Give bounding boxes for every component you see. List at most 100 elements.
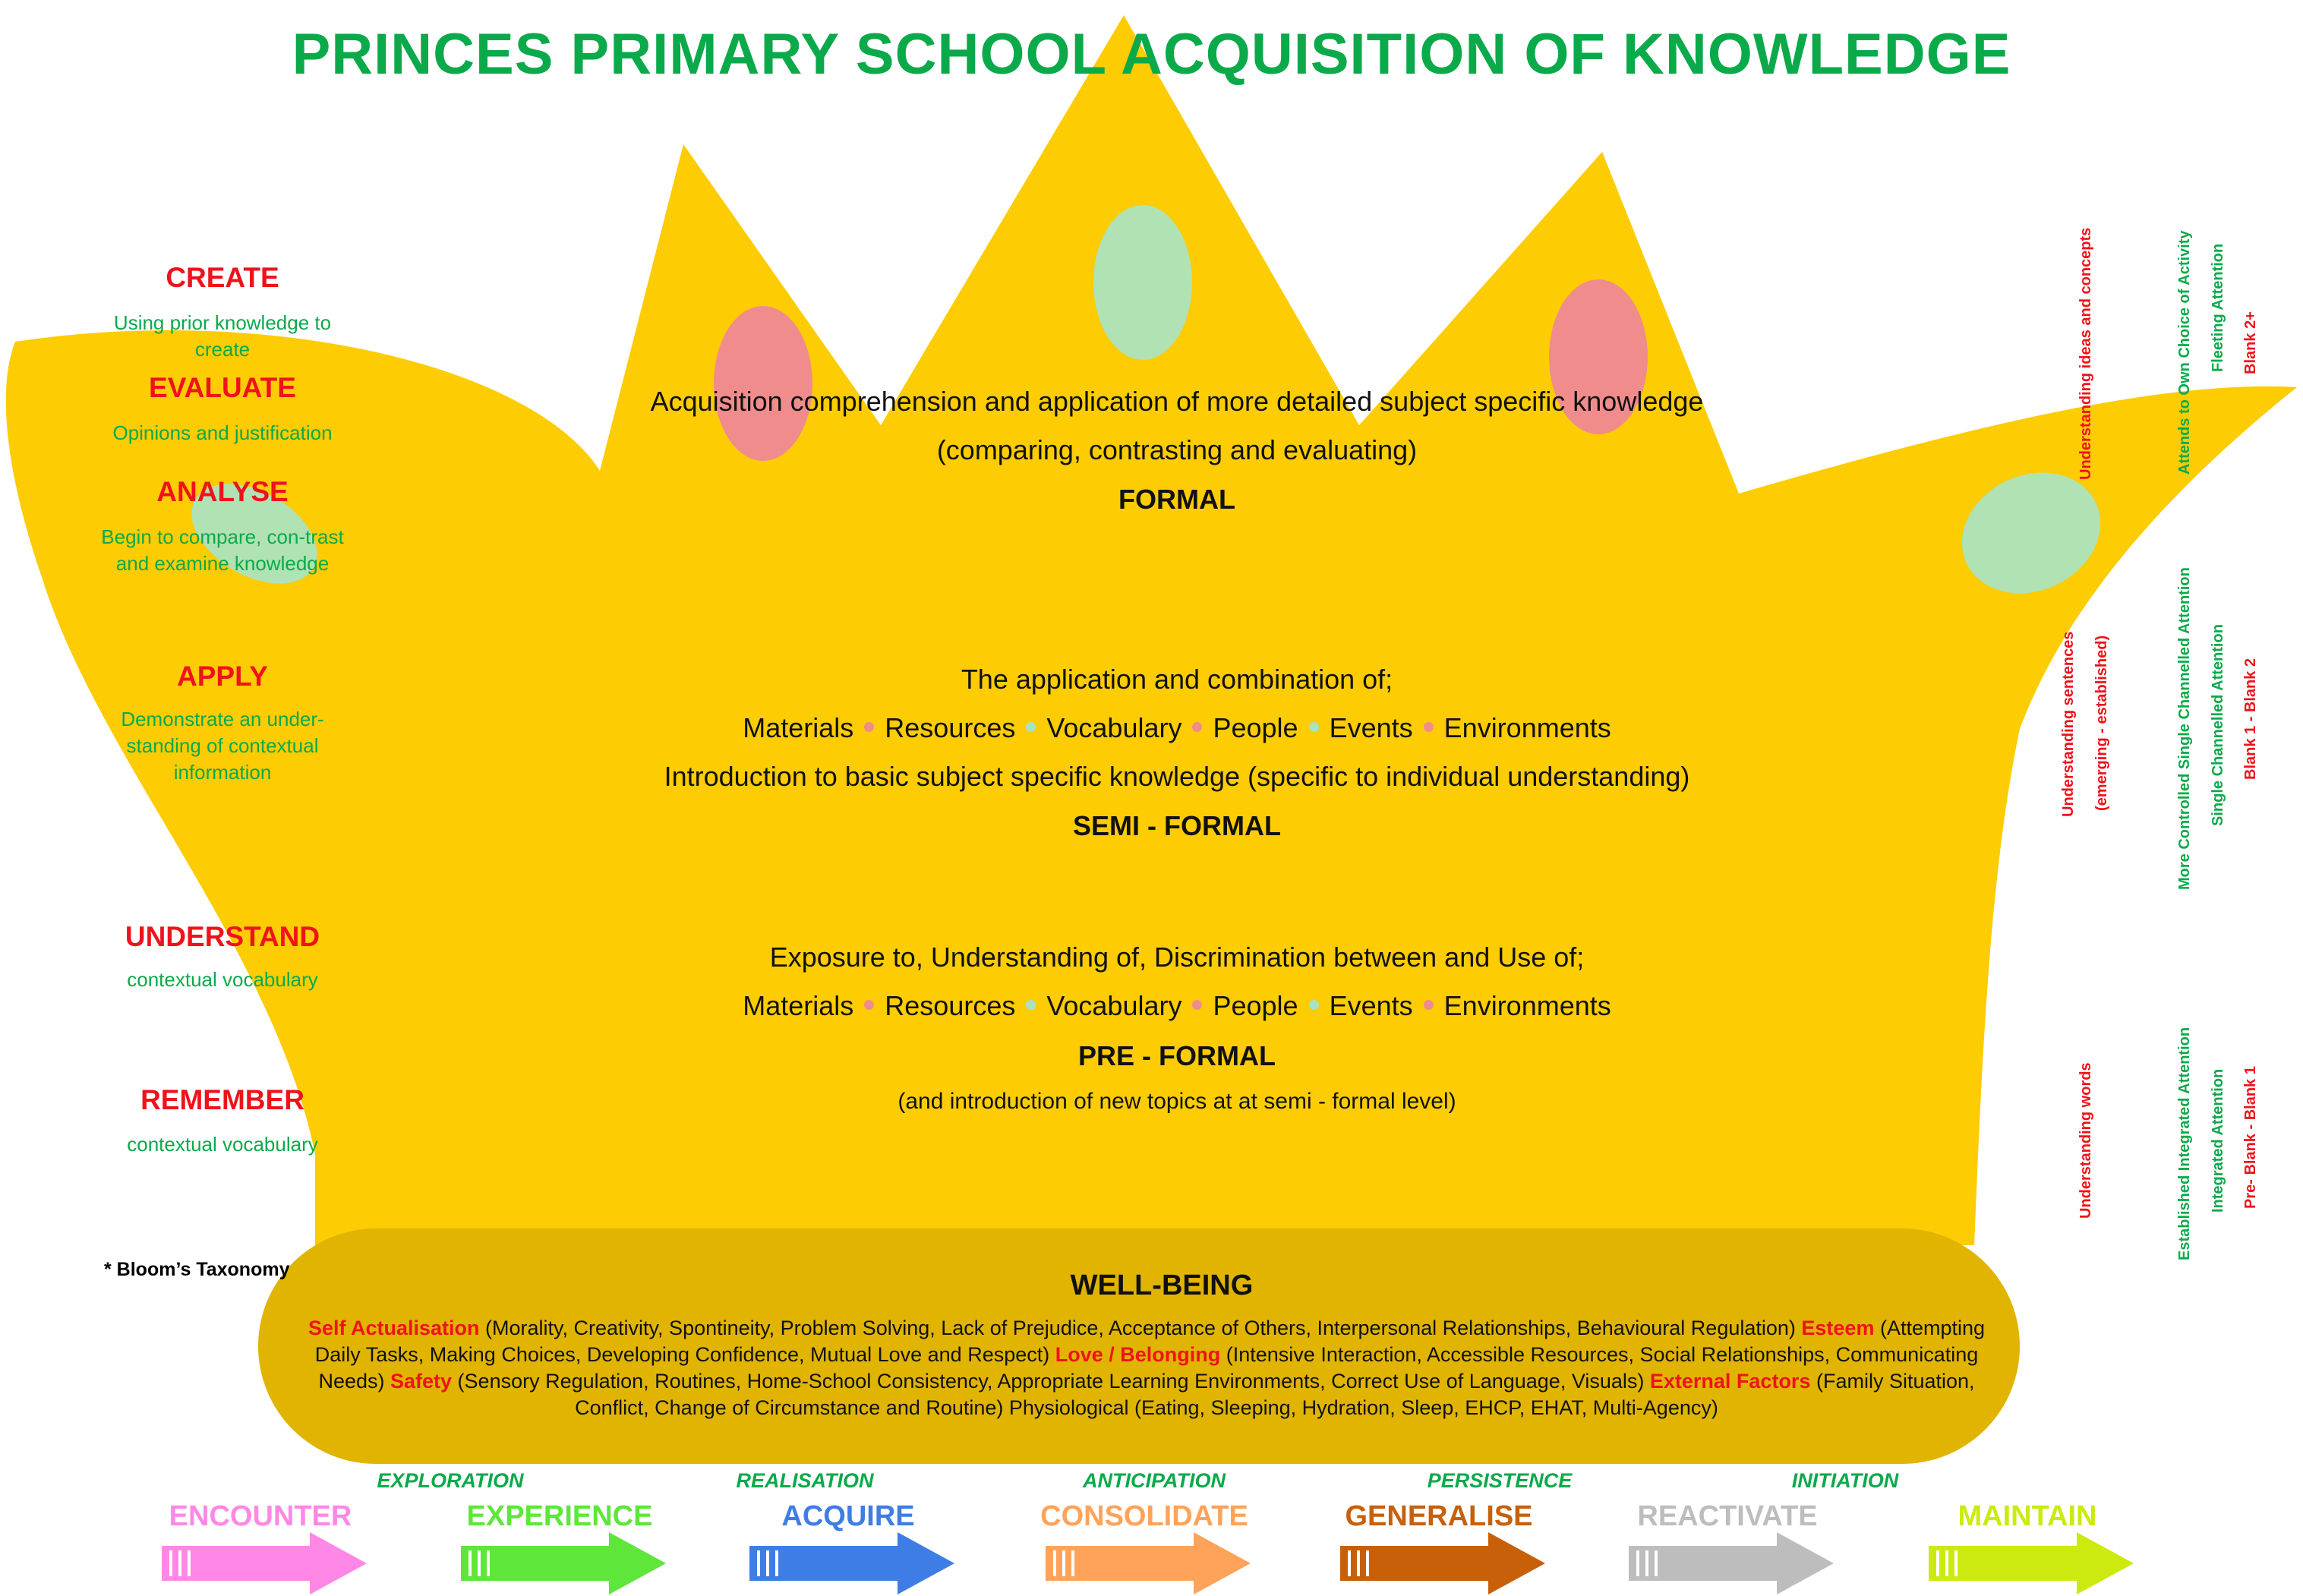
arrow-shape-experience	[461, 1532, 666, 1594]
pink-dot	[1192, 999, 1203, 1010]
pink-gem-right	[1549, 279, 1648, 434]
arrow-shape-generalise	[1340, 1532, 1545, 1594]
arrow-encounter	[162, 1532, 367, 1594]
arrow-stripe	[1945, 1550, 1948, 1576]
arrow-stripe	[1366, 1550, 1369, 1576]
arrow-stripe	[188, 1550, 191, 1576]
arrow-shape-acquire	[749, 1532, 954, 1594]
love-belonging-text: (Intensive Interaction, Accessible Resou…	[318, 1343, 1979, 1393]
arrow-stripe	[1348, 1550, 1351, 1576]
pre-formal-label: PRE - FORMAL	[1078, 1040, 1276, 1071]
arrow-shape-reactivate	[1629, 1532, 1834, 1594]
stage-label-reactivate: REACTIVATE	[1637, 1500, 1818, 1532]
esteem-term: Esteem	[1801, 1317, 1875, 1339]
formal-line-2: (comparing, contrasting and evaluating)	[936, 434, 1418, 465]
arrow-consolidate	[1046, 1532, 1251, 1594]
blooms-taxonomy-footnote: * Bloom’s Taxonomy	[104, 1259, 290, 1280]
transition-persistence: PERSISTENCE	[1427, 1469, 1573, 1492]
bloom-evaluate-desc: Opinions and justification	[112, 421, 333, 444]
transition-anticipation: ANTICIPATION	[1083, 1469, 1226, 1492]
stage-label-generalise: GENERALISE	[1345, 1500, 1533, 1532]
bloom-remember-desc: contextual vocabulary	[127, 1133, 318, 1156]
bloom-create-desc: Using prior knowledge to create	[113, 311, 332, 361]
arrow-stripe	[757, 1550, 760, 1576]
formal-line-1: Acquisition comprehension and applicatio…	[650, 386, 1704, 417]
page-title: PRINCES PRIMARY SCHOOL ACQUISITION OF KN…	[292, 22, 2011, 87]
wellbeing-body: Self Actualisation (Morality, Creativity…	[300, 1315, 1993, 1421]
self-actualisation-term: Self Actualisation	[308, 1317, 480, 1339]
arrow-stripe	[766, 1550, 769, 1576]
arrow-generalise	[1340, 1532, 1545, 1594]
arrow-shape-consolidate	[1046, 1532, 1251, 1594]
bloom-create-heading: CREATE	[166, 262, 279, 293]
pre-item-materials: Materials	[743, 990, 854, 1021]
love-belonging-term: Love / Belonging	[1055, 1343, 1221, 1366]
bloom-understand-desc: contextual vocabulary	[127, 968, 318, 991]
wellbeing-title: WELL-BEING	[1070, 1270, 1254, 1301]
pink-dot	[864, 721, 875, 732]
arrow-stripe	[775, 1550, 778, 1576]
arrow-stripe	[1645, 1550, 1648, 1576]
external-factors-text: (Family Situation, Conflict, Change of C…	[575, 1370, 1975, 1419]
mint-dot	[1026, 999, 1036, 1010]
bloom-apply-heading: APPLY	[177, 661, 268, 692]
arrow-stripe	[478, 1550, 481, 1576]
semi-item-events: Events	[1329, 712, 1413, 743]
external-factors-term: External Factors	[1649, 1370, 1811, 1393]
bloom-analyse-desc: Begin to compare, con-trast and examine …	[101, 525, 344, 575]
arrow-stripe	[468, 1550, 472, 1576]
pink-dot	[1423, 999, 1434, 1010]
arrow-maintain	[1929, 1532, 2134, 1594]
pre-item-resources: Resources	[885, 990, 1016, 1021]
pink-dot	[1423, 721, 1434, 732]
bloom-evaluate-heading: EVALUATE	[149, 372, 296, 403]
arrow-stripe	[169, 1550, 172, 1576]
pink-dot	[1192, 721, 1203, 732]
semi-item-vocabulary: Vocabulary	[1046, 712, 1182, 743]
arrow-stripe	[1053, 1550, 1056, 1576]
semi-formal-items: Materials Resources Vocabulary People Events…	[532, 712, 1822, 744]
arrow-experience	[461, 1532, 666, 1594]
arrow-stripe	[178, 1550, 181, 1576]
pre-formal-note: (and introduction of new topics at at se…	[898, 1089, 1456, 1114]
arrow-stripe	[1071, 1550, 1074, 1576]
pre-formal-line-1: Exposure to, Understanding of, Discrimin…	[769, 942, 1585, 973]
arrow-stripe	[1954, 1550, 1958, 1576]
pre-item-environments: Environments	[1443, 990, 1611, 1021]
semi-item-environments: Environments	[1443, 712, 1611, 743]
pre-item-people: People	[1213, 990, 1298, 1021]
semi-formal-label: SEMI - FORMAL	[1073, 810, 1281, 841]
arrow-shape-maintain	[1929, 1532, 2134, 1594]
safety-term: Safety	[390, 1370, 453, 1393]
stage-label-consolidate: CONSOLIDATE	[1040, 1500, 1248, 1532]
mint-gem-right-tip	[1961, 472, 2101, 594]
arrow-stripe	[1936, 1550, 1939, 1576]
safety-text: (Sensory Regulation, Routines, Home-Scho…	[452, 1370, 1650, 1393]
wellbeing-band	[258, 1229, 2020, 1464]
semi-item-materials: Materials	[743, 712, 854, 743]
mint-dot	[1308, 999, 1319, 1010]
mint-dot	[1026, 721, 1036, 732]
transition-exploration: EXPLORATION	[377, 1469, 524, 1492]
stage-label-experience: EXPERIENCE	[466, 1500, 653, 1532]
arrow-stripe	[1636, 1550, 1639, 1576]
bloom-apply-desc: Demonstrate an under-standing of context…	[121, 708, 324, 784]
self-actualisation-text: (Morality, Creativity, Spontineity, Prob…	[479, 1317, 1802, 1339]
stage-label-encounter: ENCOUNTER	[169, 1500, 352, 1532]
bloom-understand-heading: UNDERSTAND	[125, 921, 320, 952]
semi-item-resources: Resources	[885, 712, 1016, 743]
crown-body	[5, 15, 2298, 1245]
arrow-shape-encounter	[162, 1532, 367, 1594]
semi-formal-line-3: Introduction to basic subject specific k…	[664, 761, 1690, 792]
arrow-reactivate	[1629, 1532, 1834, 1594]
stage-label-maintain: MAINTAIN	[1958, 1500, 2097, 1532]
semi-formal-line-1: The application and combination of;	[961, 664, 1393, 695]
bloom-remember-heading: REMEMBER	[140, 1084, 304, 1115]
arrow-stripe	[487, 1550, 490, 1576]
arrow-stripe	[1357, 1550, 1360, 1576]
bloom-analyse-heading: ANALYSE	[156, 476, 289, 507]
semi-item-people: People	[1213, 712, 1298, 743]
